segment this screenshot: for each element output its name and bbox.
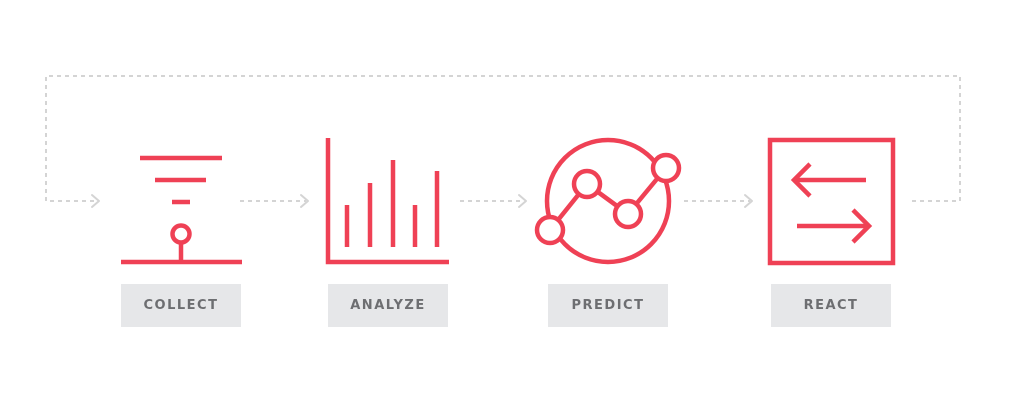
line-graph-circle-icon — [534, 137, 682, 265]
connector-arrowhead — [300, 194, 309, 208]
step-label-react: REACT — [771, 284, 891, 327]
connector-arrowhead — [744, 194, 753, 208]
step-label-collect: COLLECT — [121, 284, 241, 327]
feedback-arrowhead — [91, 194, 100, 208]
step-label-predict: PREDICT — [548, 284, 668, 327]
feedback-loop-connector — [45, 75, 961, 202]
swap-arrows-icon — [767, 137, 896, 266]
connector-arrowhead — [518, 194, 527, 208]
funnel-icon — [121, 155, 242, 265]
bar-chart-icon — [325, 138, 449, 265]
step-label-analyze: ANALYZE — [328, 284, 448, 327]
